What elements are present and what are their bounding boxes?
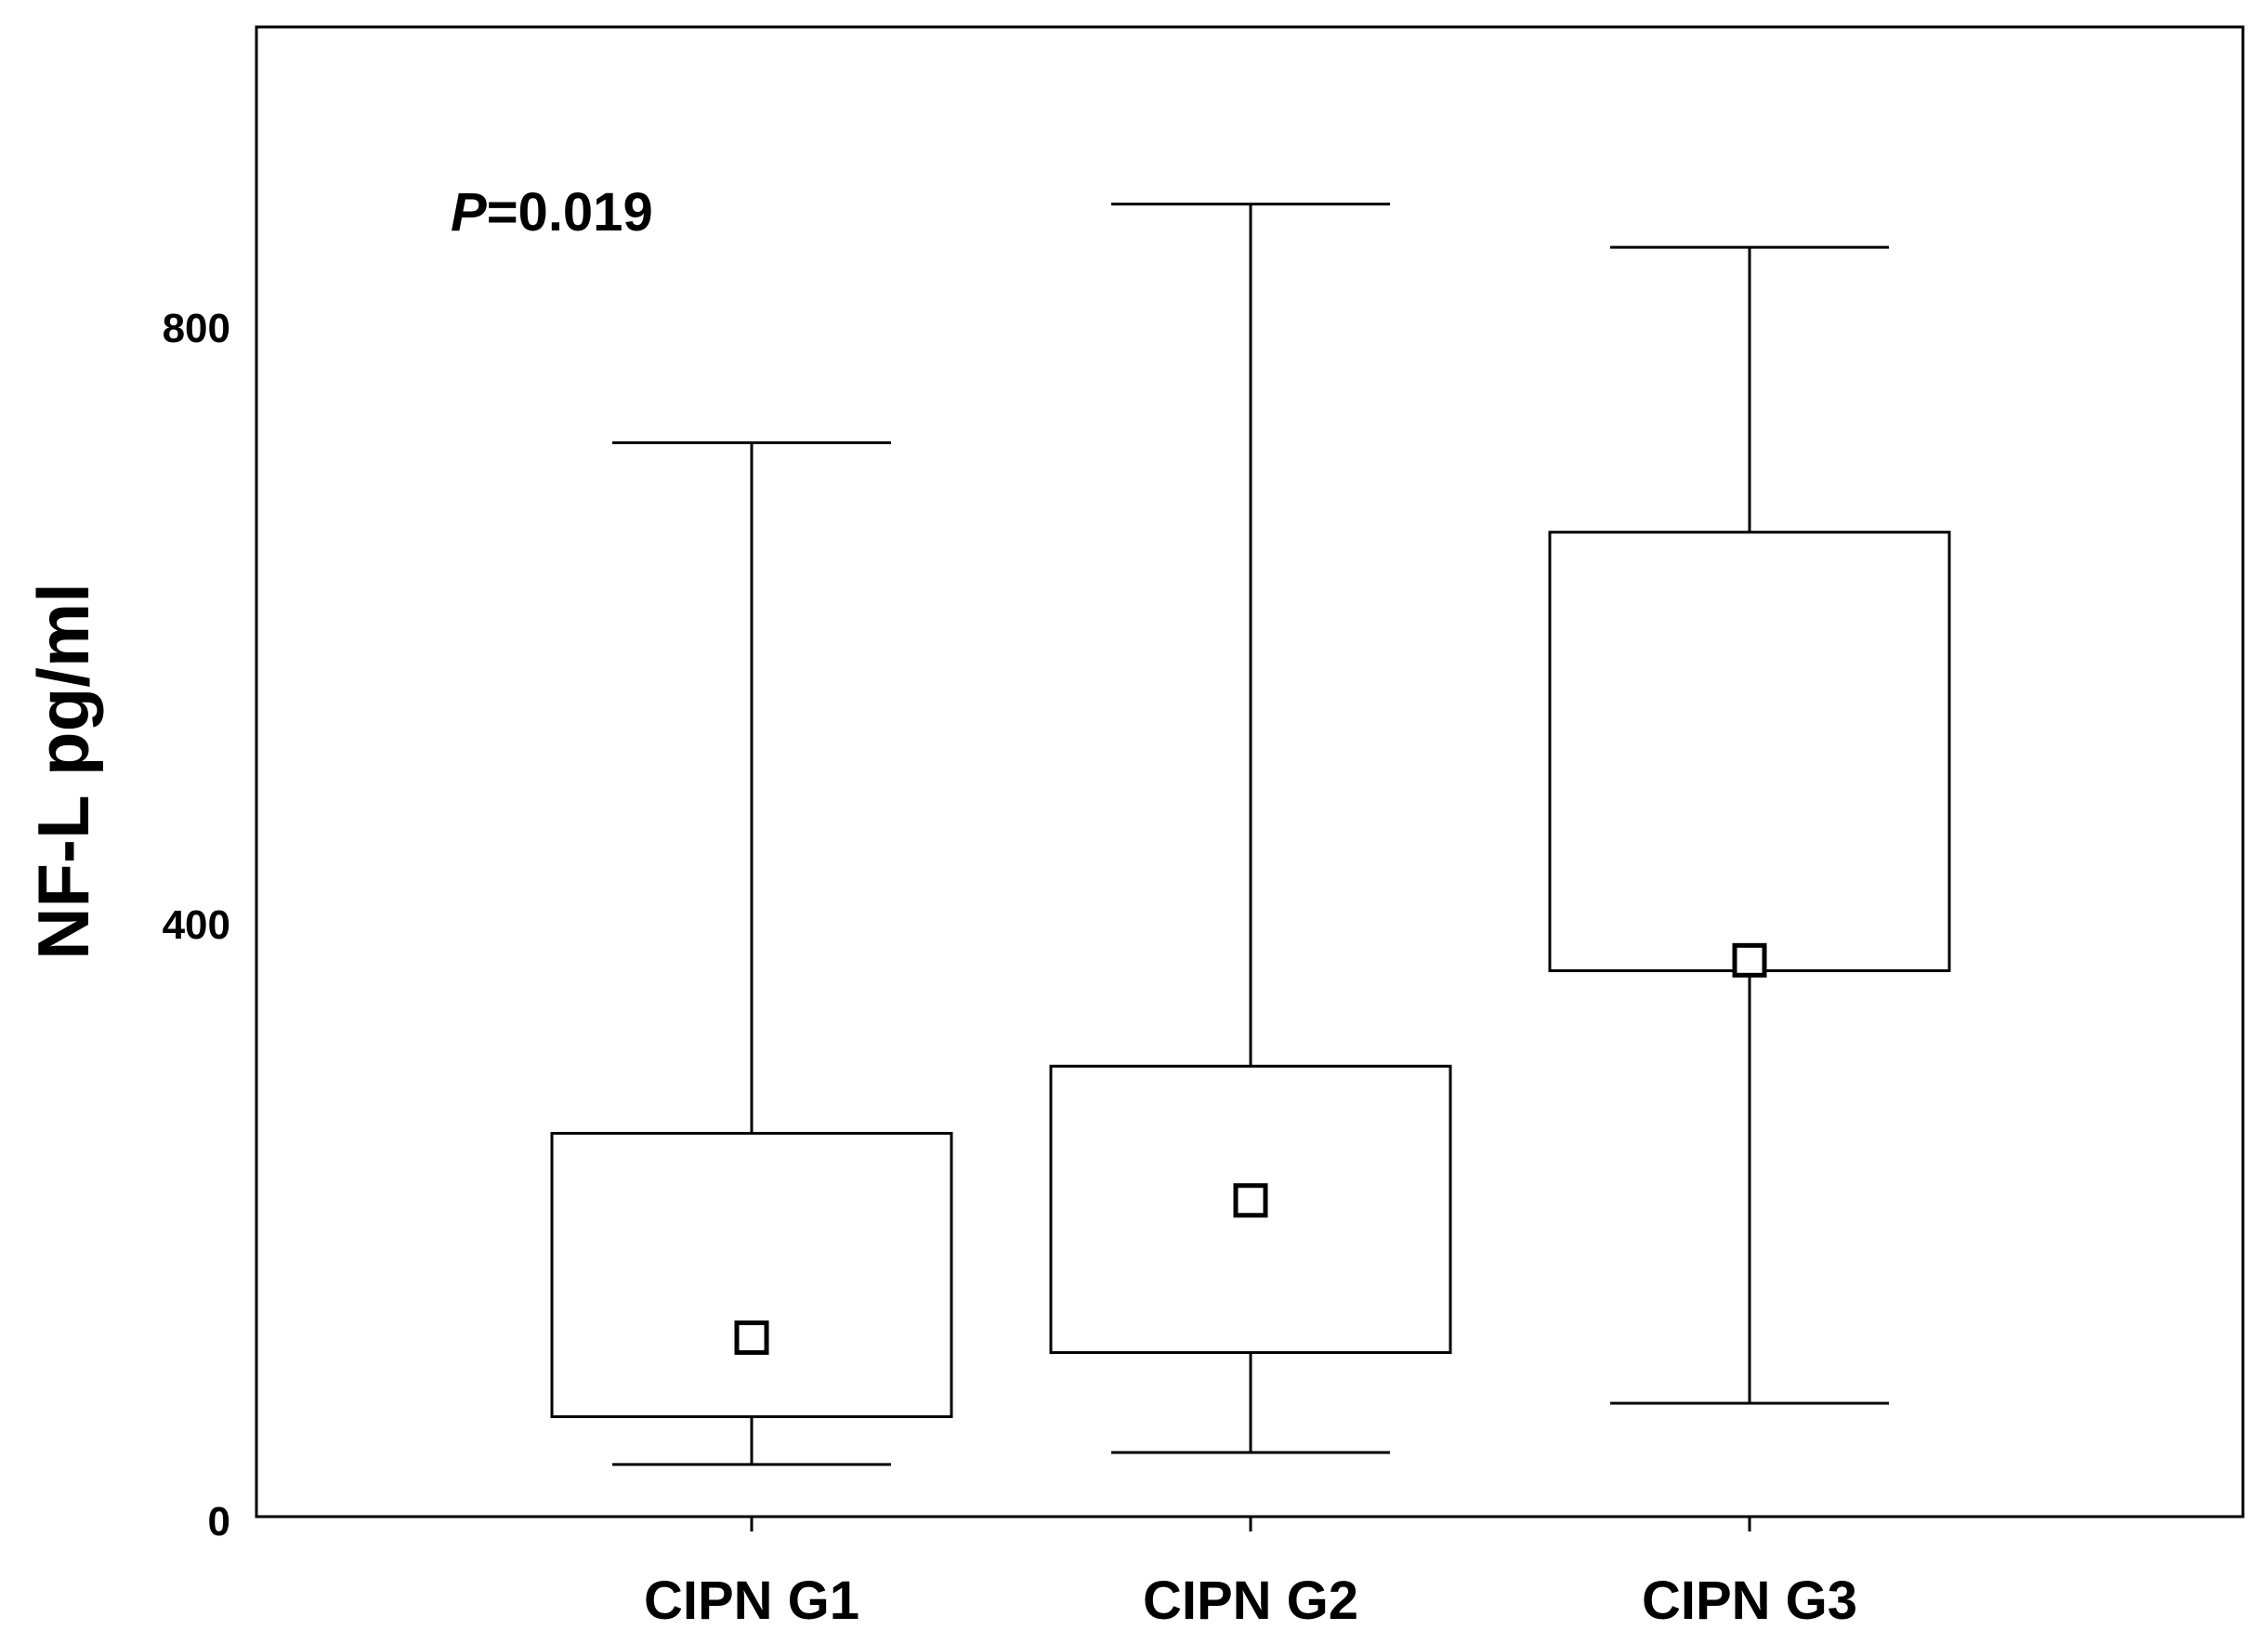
median-marker	[734, 1320, 769, 1355]
p-value-annotation: P=0.019	[451, 182, 653, 243]
y-tick-label: 400	[163, 902, 230, 948]
y-axis-label: NF-L pg/ml	[22, 583, 104, 960]
median-marker	[1732, 942, 1767, 978]
box-group	[1548, 245, 1951, 1405]
x-axis-ticks: CIPN G1 CIPN G2 CIPN G3	[644, 1517, 1857, 1630]
iqr-box	[550, 1132, 953, 1418]
x-tick-label: CIPN G2	[1143, 1571, 1358, 1625]
median-marker	[1233, 1183, 1268, 1218]
x-tick-label: CIPN G3	[1642, 1571, 1857, 1625]
box-group	[550, 440, 953, 1466]
box-group	[1049, 203, 1452, 1454]
x-tick-label: CIPN G1	[644, 1571, 859, 1625]
iqr-box	[1548, 531, 1951, 973]
y-tick-label: 800	[163, 306, 230, 351]
y-tick-label: 0	[208, 1499, 230, 1545]
p-symbol: P	[451, 182, 487, 243]
box-series	[550, 203, 1951, 1466]
p-value: =0.019	[487, 182, 653, 243]
y-axis-ticks: 0 400 800	[163, 306, 230, 1545]
